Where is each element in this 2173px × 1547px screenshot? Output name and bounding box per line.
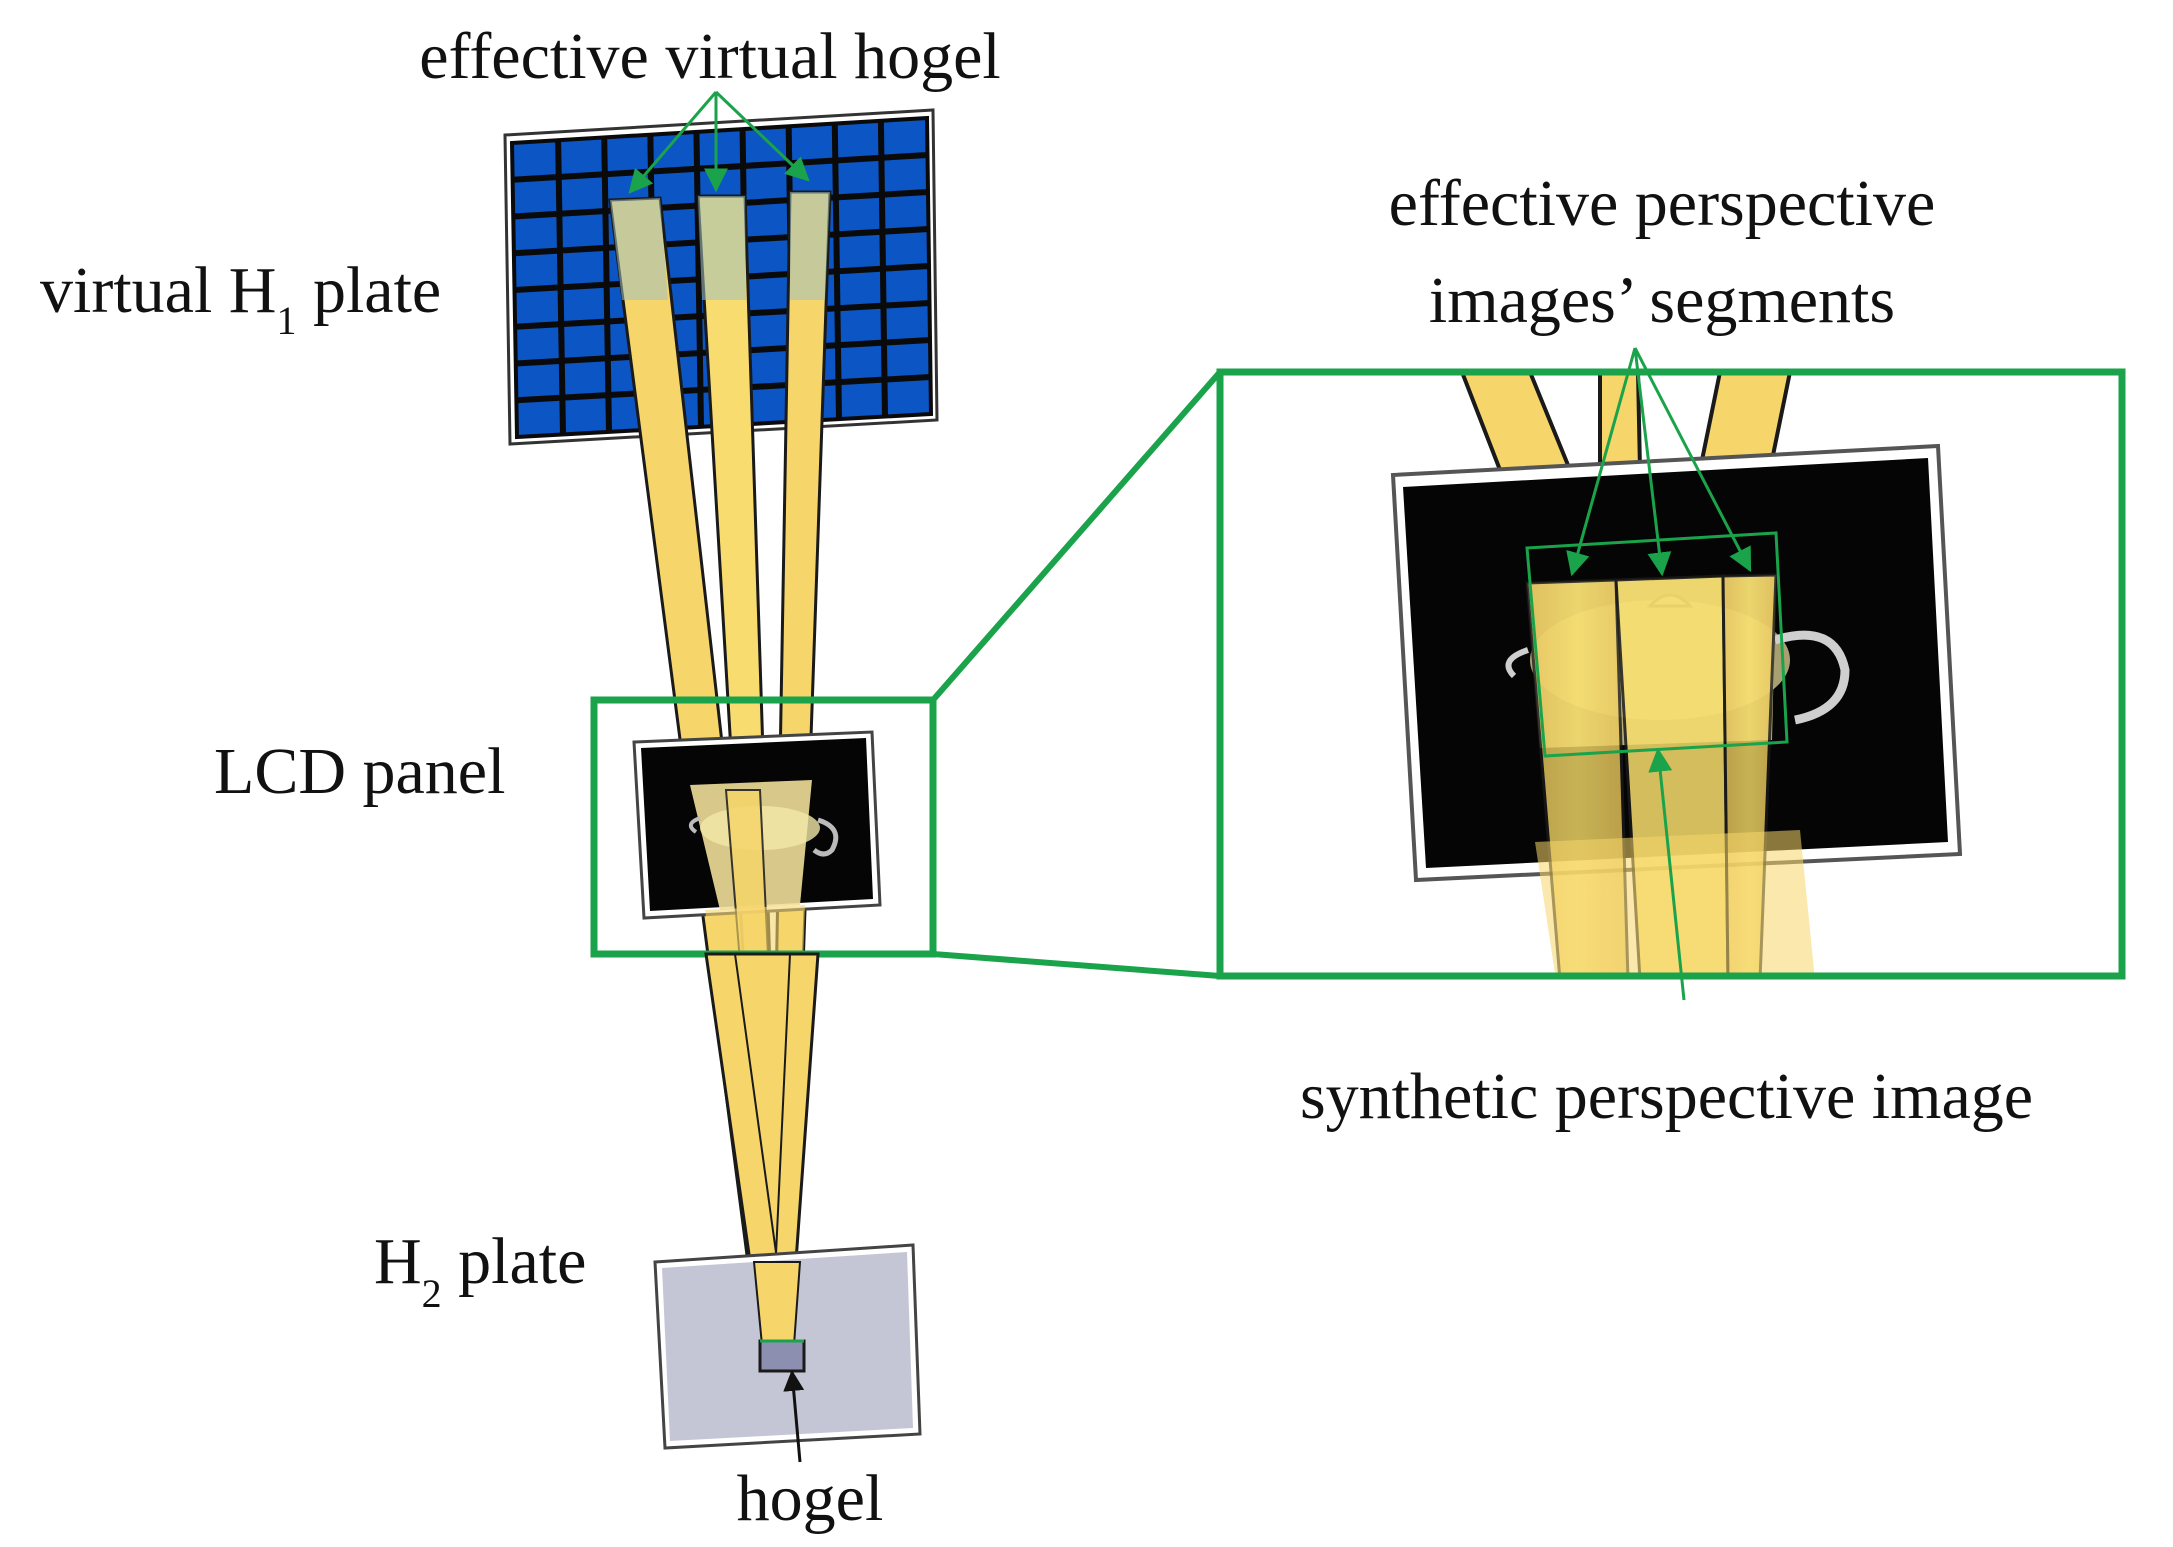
- synthetic-image-arrow: [1648, 747, 1686, 1001]
- h2-prefix: H: [374, 1225, 422, 1298]
- zoom-view: [1220, 372, 2122, 976]
- effective-segments-label-line1: effective perspective: [1389, 167, 1936, 240]
- virtual-h1-sub: 1: [276, 298, 296, 343]
- zoom-view-frame: [1216, 368, 2126, 980]
- h2-plate: [653, 1243, 922, 1450]
- hogel-label: hogel: [737, 1462, 884, 1535]
- segment-arrows: [1566, 347, 1752, 577]
- zoom-connector-lines: [930, 370, 1223, 979]
- h1-grid-row-line: [512, 152, 928, 183]
- virtual-h1-prefix: virtual H: [40, 254, 276, 327]
- h2-sub: 2: [422, 1271, 442, 1316]
- virtual-h1-suffix: plate: [296, 254, 441, 327]
- hogel-arrow: [783, 1369, 805, 1463]
- effective-virtual-hogel-arrows: [628, 90, 810, 194]
- lcd-panel-label: LCD panel: [214, 735, 505, 808]
- effective-segments-label-line2: images’ segments: [1429, 264, 1895, 337]
- h2-plate-label: H2 plate: [374, 1225, 586, 1316]
- h2-suffix: plate: [442, 1225, 587, 1298]
- synthetic-image-label: synthetic perspective image: [1300, 1060, 2033, 1133]
- effective-virtual-hogel-label: effective virtual hogel: [419, 20, 1001, 93]
- virtual-h1-plate-label: virtual H1 plate: [40, 254, 441, 343]
- hogel-square: [758, 1339, 806, 1373]
